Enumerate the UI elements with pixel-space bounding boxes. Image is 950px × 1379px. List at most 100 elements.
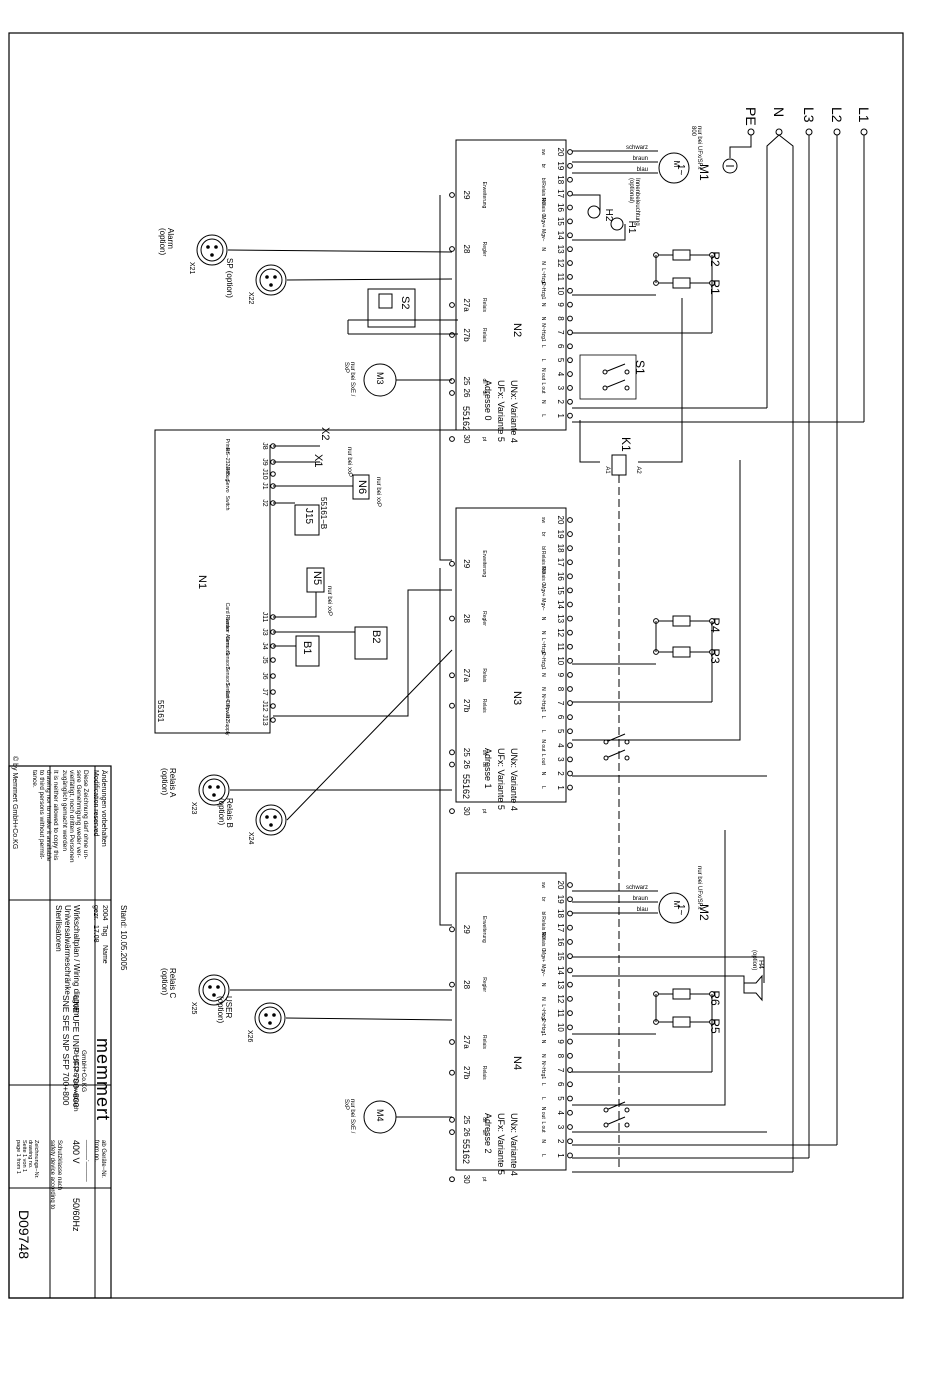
- option-connector-pin: [264, 1013, 268, 1017]
- connector-id: J11: [261, 612, 268, 623]
- heater-R3: [672, 646, 691, 658]
- motor-wire-color: braun: [633, 156, 648, 162]
- title-notice-en: to third persons without permit-: [38, 770, 45, 860]
- terminal-number: 11: [556, 273, 565, 282]
- switch-terminal: [624, 385, 630, 391]
- module-terminal: [567, 657, 573, 664]
- motor-wire-color: schwarz: [626, 145, 648, 151]
- option-connector-label: Alarm (option): [158, 228, 175, 256]
- fan-id: M3: [375, 372, 385, 385]
- option-connector-wire: [286, 278, 453, 281]
- terminal-label: br: [540, 532, 546, 537]
- module-terminal: [567, 615, 573, 622]
- switch-terminal: [603, 1107, 609, 1113]
- module-terminal: [567, 517, 573, 523]
- module-id: N4: [511, 1056, 523, 1071]
- option-connector-id: X23: [190, 802, 197, 815]
- title-date-header: 2004: [101, 905, 108, 921]
- module-terminal: [567, 329, 573, 336]
- option-connector-label: SP (option): [225, 258, 234, 298]
- terminal-label: L out: [540, 754, 546, 766]
- terminal-number: 19: [556, 530, 565, 539]
- buzzer-id: H4: [757, 960, 764, 969]
- extra-J15: [294, 504, 320, 536]
- module-terminal: [449, 615, 455, 622]
- terminal-number: 5: [556, 729, 565, 734]
- module-terminal: [567, 545, 573, 552]
- terminal-number: 16: [556, 572, 565, 581]
- terminal-number: 2: [556, 400, 565, 405]
- expansion-bus: [439, 195, 452, 561]
- terminal-label: N~Hzg1: [540, 323, 546, 341]
- module-terminal: [567, 953, 573, 960]
- module-terminal: [449, 1069, 455, 1076]
- extra-N6-note: nur bei xxP: [375, 477, 381, 508]
- motor-M2: [658, 892, 690, 924]
- module-address: Adresse 2: [483, 1113, 493, 1154]
- title-protection: safety device according to: [49, 1140, 55, 1210]
- board-part: 55161: [156, 700, 165, 723]
- module-terminal: [567, 176, 573, 183]
- terminal-label: Mgv+: [540, 950, 546, 962]
- switch-contact: [605, 733, 626, 743]
- fan-note: nur bei SxE / SxP: [343, 1099, 355, 1134]
- module-terminal: [567, 770, 573, 777]
- connector-id: J7: [261, 688, 268, 696]
- terminal-label: Relais NO: [540, 182, 546, 205]
- motor-wire-color: schwarz: [626, 885, 648, 891]
- option-connector-pin: [208, 985, 212, 989]
- expansion-bus: [439, 568, 452, 926]
- terminal-number: 10: [556, 286, 565, 295]
- switch-S1: [579, 354, 637, 400]
- connector-id: J9: [261, 458, 268, 466]
- option-connector-id: X25: [190, 1002, 197, 1015]
- terminal-label: L out: [540, 382, 546, 394]
- option-connector-pin: [265, 815, 269, 819]
- motor-wire-color: braun: [633, 896, 648, 902]
- module-terminal: [567, 910, 573, 917]
- module-terminal: [449, 560, 455, 567]
- supply-terminal-l2: [833, 128, 841, 136]
- module-terminal: [567, 232, 573, 239]
- terminal-label: bl: [540, 912, 546, 916]
- extra-X2: X2: [319, 427, 331, 441]
- module-part-number: 55162: [461, 774, 471, 800]
- module-terminal: [449, 1116, 455, 1123]
- terminal-label: L~Hzg2: [540, 638, 546, 656]
- contactor-wire: [638, 298, 683, 463]
- module-terminal: [567, 924, 573, 931]
- board-terminal: [270, 703, 276, 709]
- terminal-label: pt: [481, 809, 487, 814]
- module-terminal: [567, 587, 573, 594]
- switch-terminal: [624, 1107, 630, 1113]
- terminal-number: 15: [556, 217, 565, 226]
- title-date-row: gezr.: [92, 905, 99, 921]
- rail-n-1: [766, 134, 780, 408]
- module-terminal: [567, 728, 573, 735]
- module-terminal: [567, 1067, 573, 1073]
- connector-pin-label: Sensor4: [224, 683, 230, 702]
- option-connector-inner: [259, 808, 283, 832]
- title-notice-de: sere Genehmigung weder ver-: [75, 770, 82, 858]
- module-terminal: [567, 204, 573, 211]
- module-N2: [455, 139, 567, 431]
- supply-l1: L1: [856, 107, 872, 123]
- module-terminal: [567, 149, 573, 155]
- motor-M1: [658, 152, 690, 184]
- contactor-pin: A2: [635, 466, 641, 474]
- terminal-label: L: [540, 359, 546, 362]
- terminal-number: 3: [556, 1125, 565, 1130]
- company-address: GmbH+Co.KG: [80, 1050, 87, 1093]
- title-notice-de: zugänglich gemacht werden: [61, 770, 68, 851]
- supply-terminal-l3: [805, 128, 813, 136]
- terminal-number: 7: [556, 701, 565, 706]
- module-terminal: [567, 218, 573, 225]
- option-connector-label: USER (option): [216, 996, 233, 1024]
- module-terminal: [449, 761, 455, 768]
- module-terminal: [567, 629, 573, 636]
- lamp-H1: [610, 217, 624, 231]
- terminal-label: N: [540, 772, 546, 776]
- lamp-id: H2: [603, 209, 614, 222]
- connector-id: J5: [261, 656, 268, 664]
